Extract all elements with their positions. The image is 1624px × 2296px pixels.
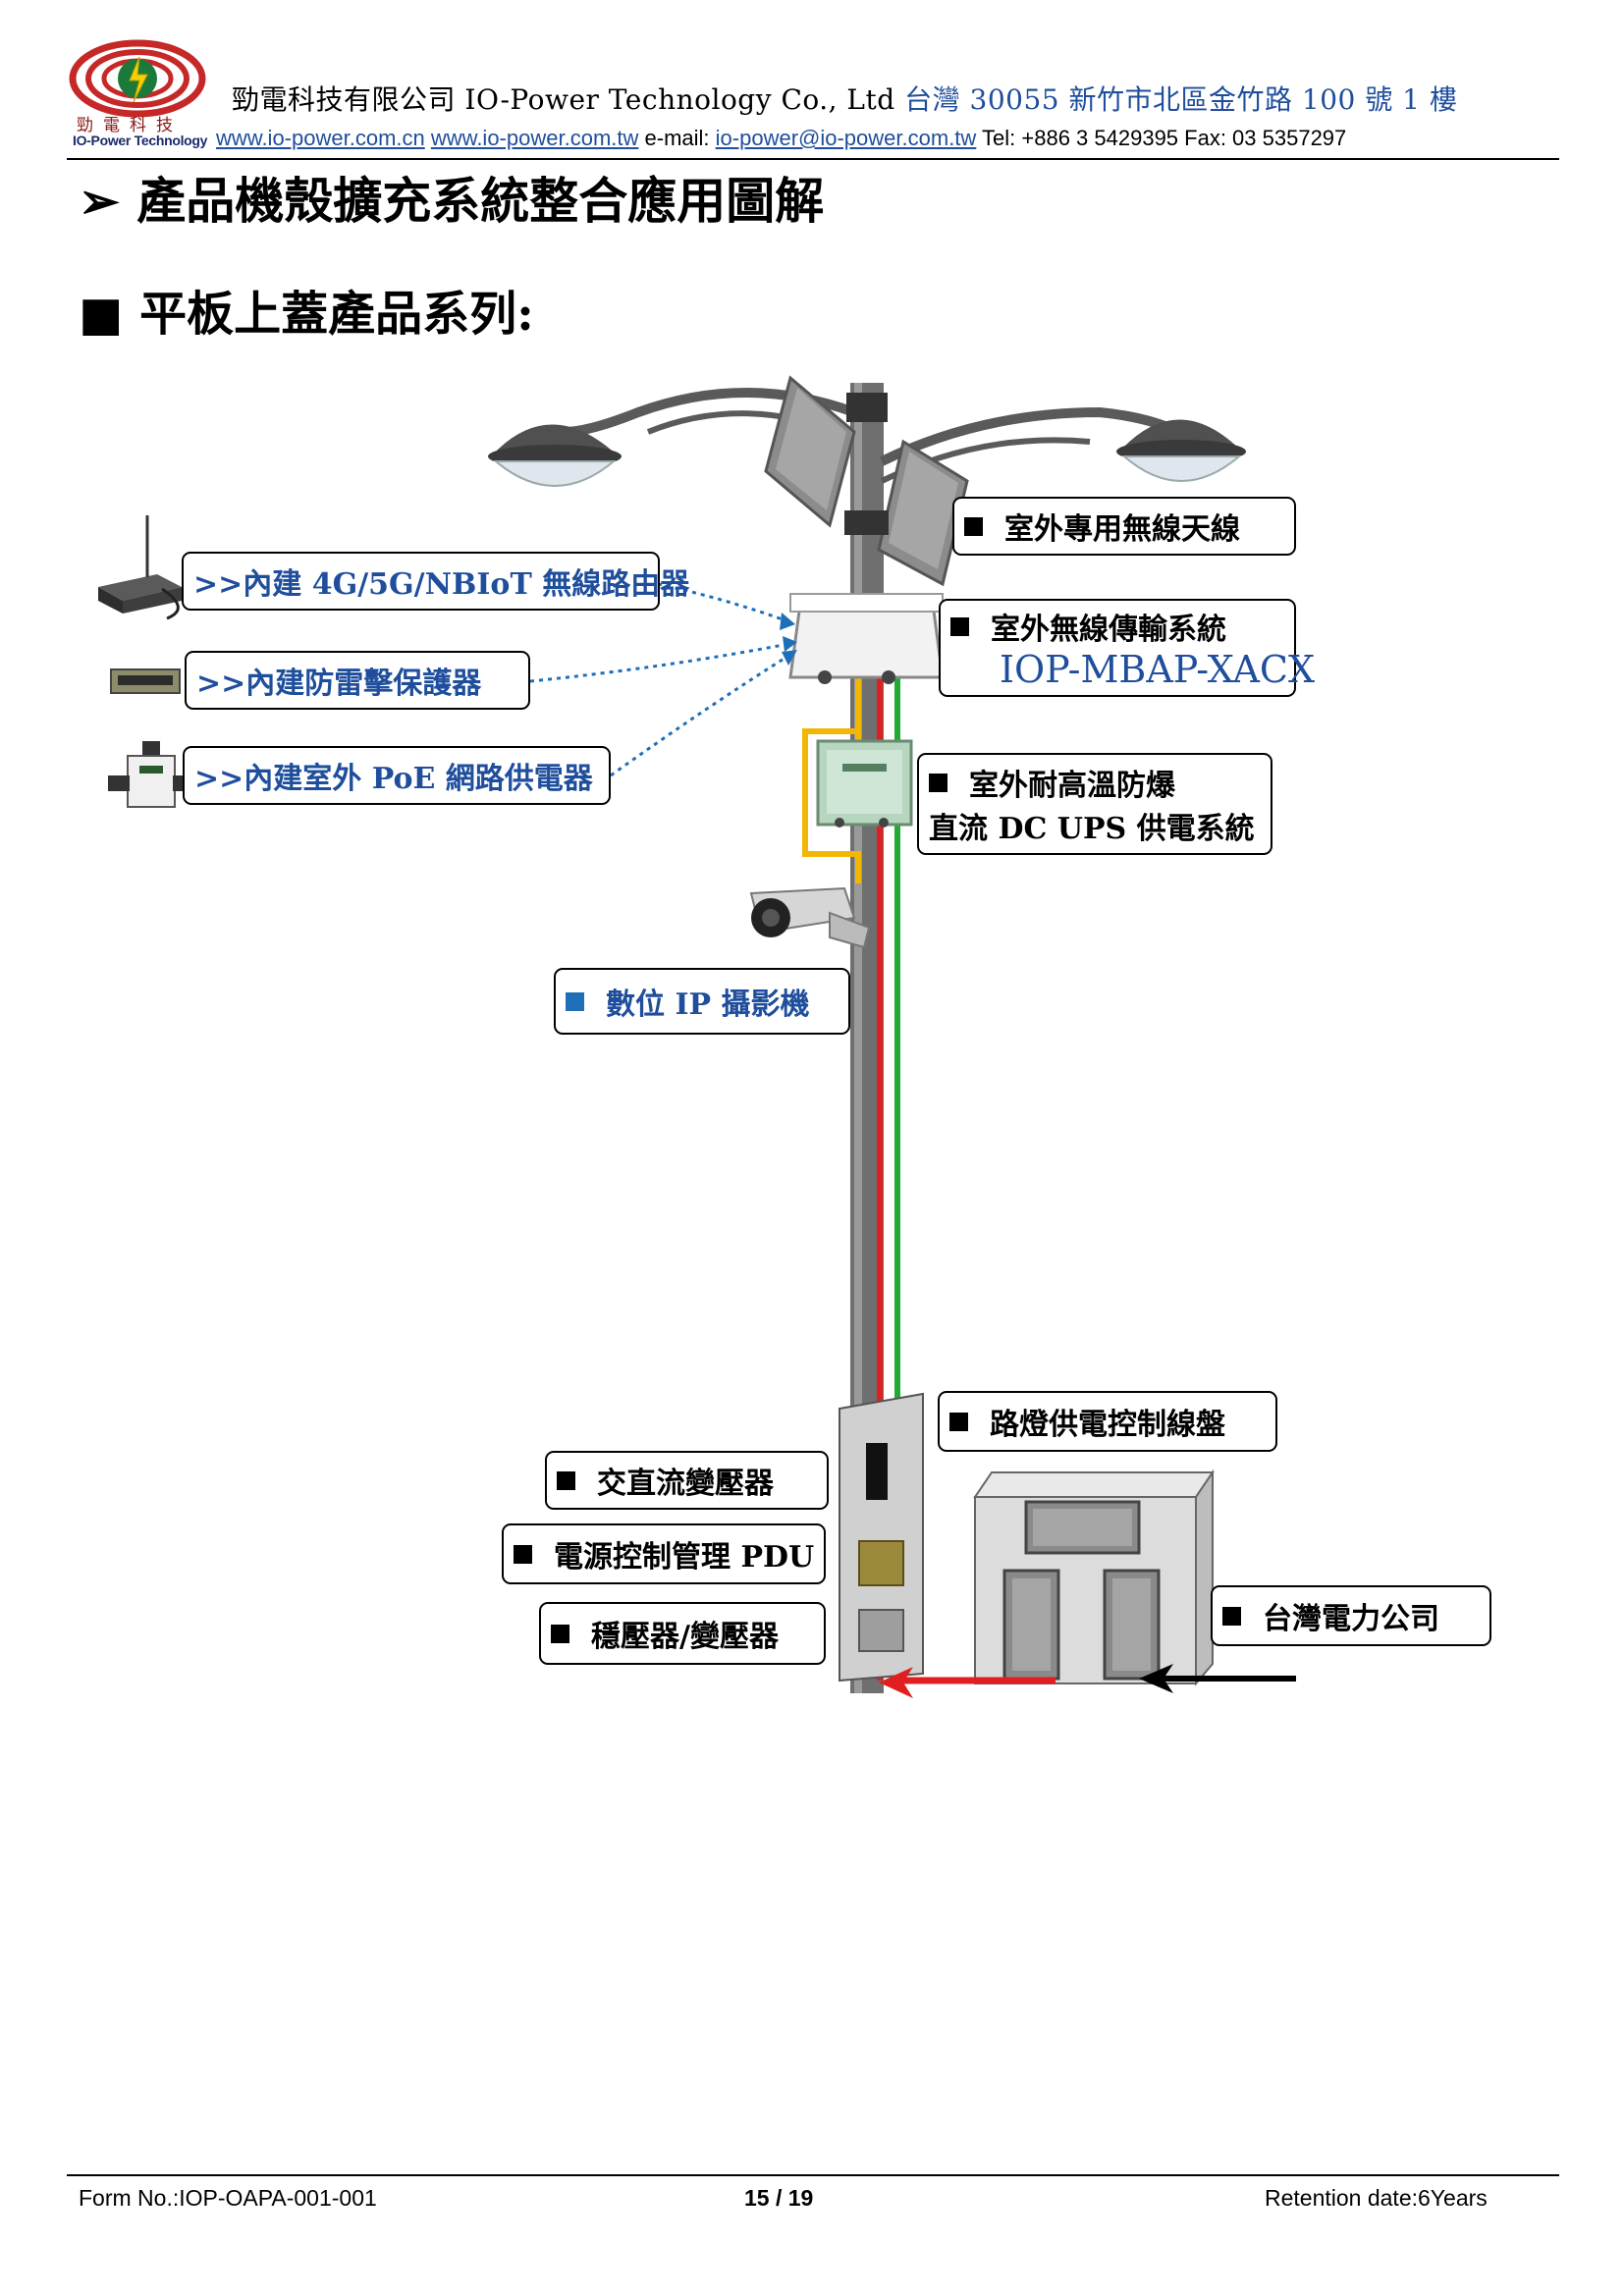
logo-icon [69,39,206,118]
footer-divider [67,2174,1559,2176]
grid-arrow-icon [1139,1664,1173,1693]
voltage-regulator [858,1609,904,1652]
callout-regulator: 穩壓器/變壓器 [539,1602,826,1665]
yellow-wire [802,728,861,883]
power-company-building [973,1468,1215,1686]
footer-form-no: Form No.:IOP-OAPA-001-001 [79,2185,377,2211]
header-divider [67,158,1559,160]
logo-chinese-name: 勁電科技 [77,116,183,135]
callout-antenna: 室外專用無線天線 [952,497,1296,556]
bullet-square-icon [551,1624,569,1643]
lamp-arm-right [879,406,1181,466]
bullet-square-icon [929,773,947,792]
callout-pdu: 電源控制管理 PDU [502,1523,826,1584]
callout-transformer-label: 交直流變壓器 [597,1467,774,1501]
company-logo [69,39,216,152]
antenna-panel-left [764,375,856,528]
callout-lightning-label: >>內建防雷擊保護器 [196,667,482,701]
bullet-square-icon [557,1470,575,1490]
bullet-square-icon [949,1412,968,1431]
company-name-en: IO-Power Technology Co., Ltd [464,83,895,116]
callout-control-panel-label: 路燈供電控制線盤 [990,1408,1225,1442]
callout-poe: >>內建室外 PoE 網路供電器 [183,746,611,805]
street-lamp-left [488,424,622,487]
contact-line: www.io-power.com.cn www.io-power.com.tw … [216,126,1346,151]
wireless-enclosure [788,593,945,684]
company-address: 台灣 30055 新竹市北區金竹路 100 號 1 樓 [904,83,1458,116]
callout-ups-label-1: 室外耐高溫防爆 [969,769,1175,803]
callout-control-panel: 路燈供電控制線盤 [938,1391,1277,1452]
bullet-square-icon [964,516,983,536]
callout-ups-label-2: 直流 DC UPS 供電系統 [929,812,1255,846]
logo-english-name: IO-Power Technology [73,133,208,148]
callout-power-company-label: 台灣電力公司 [1263,1602,1439,1636]
subsection-title: ■ 平板上蓋產品系列: [79,287,534,342]
section-title: ➢ 產品機殼擴充系統整合應用圖解 [79,172,825,230]
street-lamp-right [1116,419,1246,482]
callout-camera-label: 數位 IP 攝影機 [606,988,810,1022]
callout-wireless-system: 室外無線傳輸系統 IOP-MBAP-XACX [939,599,1315,697]
router-device-image [98,515,182,620]
footer-retention: Retention date:6Years [1265,2185,1488,2211]
website-cn-link[interactable]: www.io-power.com.cn [216,126,425,150]
callout-lightning: >>內建防雷擊保護器 [185,651,530,710]
ac-dc-transformer [866,1443,888,1500]
callout-router: >>內建 4G/5G/NBIoT 無線路由器 [182,552,689,611]
ip-camera [749,886,871,949]
poe-injector-image [108,741,192,808]
website-tw-link[interactable]: www.io-power.com.tw [430,126,639,150]
company-name-cn: 勁電科技有限公司 [232,83,457,116]
product-model: IOP-MBAP-XACX [1000,648,1316,691]
pdu-unit [858,1540,904,1586]
bullet-square-icon [1222,1606,1241,1626]
red-power-arrow-icon [879,1667,913,1698]
callout-transformer: 交直流變壓器 [545,1451,829,1510]
bullet-square-icon [514,1544,532,1564]
bullet-square-icon [566,991,584,1011]
company-line: 勁電科技有限公司 IO-Power Technology Co., Ltd 台灣… [232,79,1457,118]
bullet-square-icon [950,616,969,636]
callout-router-label: >>內建 4G/5G/NBIoT 無線路由器 [193,567,690,602]
lightning-protector-image [110,668,181,694]
email-link[interactable]: io-power@io-power.com.tw [715,126,977,150]
callout-ups: 室外耐高溫防爆 直流 DC UPS 供電系統 [917,753,1272,855]
pole-base-cabinet [839,1392,924,1682]
callout-poe-label: >>內建室外 PoE 網路供電器 [194,762,593,796]
callout-pdu-label: 電源控制管理 PDU [554,1540,815,1575]
footer-page-number: 15 / 19 [744,2185,814,2211]
email-label: e-mail: [644,126,710,150]
ups-box [816,739,913,828]
tel-fax: Tel: +886 3 5429395 Fax: 03 5357297 [982,126,1347,150]
callout-antenna-label: 室外專用無線天線 [1004,512,1240,547]
callout-wireless-system-label: 室外無線傳輸系統 [991,613,1226,647]
callout-power-company: 台灣電力公司 [1211,1585,1491,1646]
callout-regulator-label: 穩壓器/變壓器 [591,1620,779,1654]
callout-camera: 數位 IP 攝影機 [554,968,850,1035]
